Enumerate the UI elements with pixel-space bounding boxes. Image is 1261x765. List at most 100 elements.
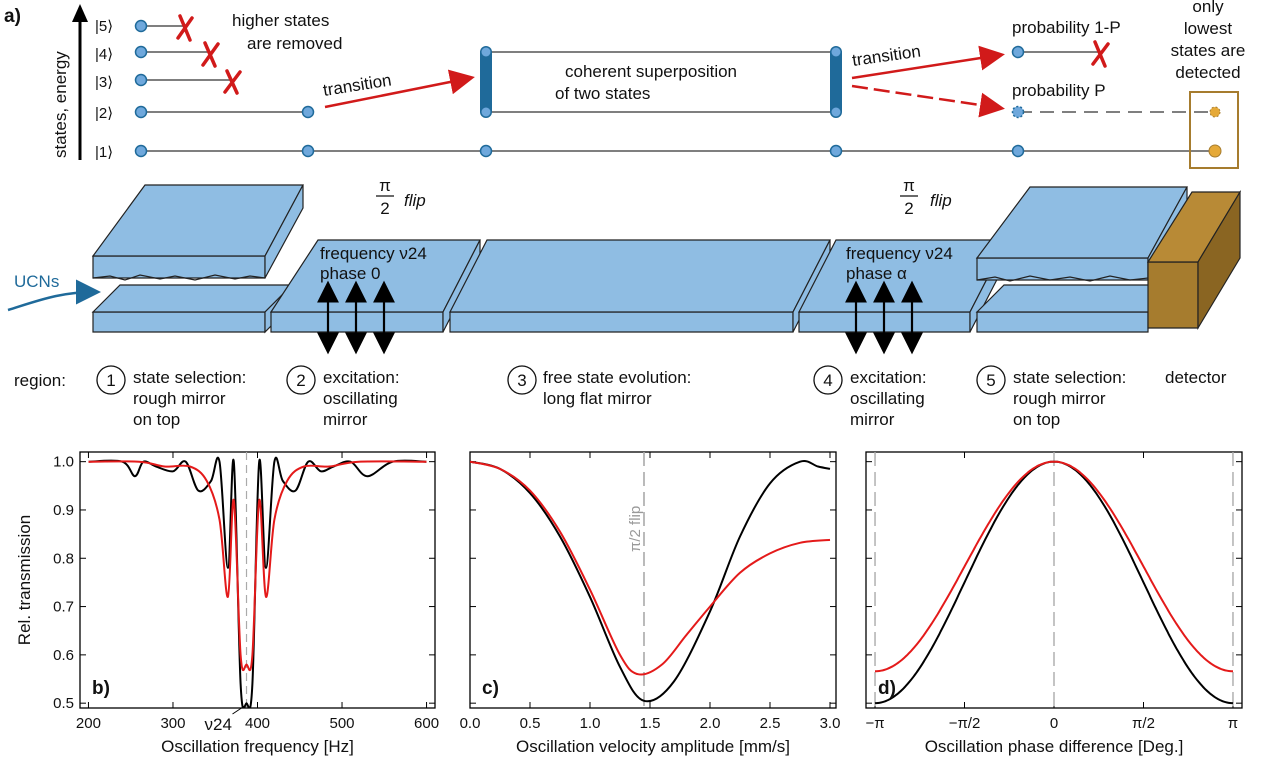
transition-arrow-2 bbox=[851, 45, 1005, 80]
higher-removed-line2: are removed bbox=[247, 34, 342, 53]
mirror-setup: π 2 flip π 2 flip bbox=[91, 176, 1242, 334]
panel-a-label: a) bbox=[4, 6, 21, 27]
freq-label-1: frequency ν24 bbox=[320, 244, 427, 263]
cross-icon bbox=[1091, 40, 1110, 68]
region-3-line1: free state evolution: bbox=[543, 368, 691, 387]
flip-label-1: flip bbox=[404, 191, 426, 210]
freq-label-2: frequency ν24 bbox=[846, 244, 953, 263]
red-series-line bbox=[874, 460, 1234, 673]
cross-icon bbox=[223, 69, 242, 95]
energy-axis-label: states, energy bbox=[51, 51, 70, 158]
x-tick-label: 0.5 bbox=[520, 715, 541, 732]
state-2-label: |2⟩ bbox=[95, 105, 113, 122]
pi-den-1: 2 bbox=[380, 199, 389, 218]
flip-label-2: flip bbox=[930, 191, 952, 210]
panel-label: b) bbox=[92, 678, 110, 699]
detected-line4: detected bbox=[1175, 63, 1240, 82]
y-tick-label: 0.5 bbox=[53, 695, 74, 712]
pi-num-1: π bbox=[379, 176, 391, 195]
pi-den-2: 2 bbox=[904, 199, 913, 218]
detected-box bbox=[1189, 91, 1239, 169]
oscillation-arrows bbox=[317, 280, 923, 355]
region-5-num: 5 bbox=[986, 371, 995, 390]
ucns-label: UCNs bbox=[14, 272, 59, 291]
pi-half-flip-label: π/2 flip bbox=[627, 506, 644, 552]
removed-state-marks bbox=[176, 14, 1110, 95]
x-tick-label: −π/2 bbox=[949, 715, 981, 732]
phase-label-1: phase 0 bbox=[320, 264, 381, 283]
transition-arrow-3 bbox=[851, 84, 1005, 118]
transition-label-2: transition bbox=[851, 42, 922, 70]
x-tick-label: 500 bbox=[330, 715, 355, 732]
y-tick-label: 0.6 bbox=[53, 647, 74, 664]
panel-label: c) bbox=[482, 678, 499, 699]
x-tick-label: −π bbox=[865, 715, 884, 732]
x-tick-label: π/2 bbox=[1132, 715, 1155, 732]
pi-num-2: π bbox=[903, 176, 915, 195]
state-dots bbox=[134, 19, 1025, 158]
x-tick-label: 200 bbox=[76, 715, 101, 732]
superposition-line1: coherent superposition bbox=[565, 62, 737, 81]
superposition-bar-right bbox=[830, 46, 842, 118]
red-series-line bbox=[88, 460, 427, 671]
region-word: region: bbox=[14, 371, 66, 390]
transition-arrow-1 bbox=[324, 69, 475, 109]
region-1-line3: on top bbox=[133, 410, 180, 429]
region-3-num: 3 bbox=[517, 371, 526, 390]
state-1-label: |1⟩ bbox=[95, 144, 113, 161]
state-lines bbox=[140, 25, 1215, 152]
region-labels: region: 1 state selection: rough mirror … bbox=[14, 365, 1227, 429]
x-tick-label: 2.0 bbox=[700, 715, 721, 732]
x-tick-label: 1.5 bbox=[640, 715, 661, 732]
plot-frame bbox=[469, 451, 837, 709]
probability-1-p: probability 1-P bbox=[1012, 18, 1121, 37]
gold-dot bbox=[1208, 144, 1222, 158]
x-axis-label: Oscillation phase difference [Deg.] bbox=[925, 737, 1184, 756]
x-axis-label: Oscillation frequency [Hz] bbox=[161, 737, 354, 756]
region-2-line2: oscillating bbox=[323, 389, 398, 408]
x-tick-label: 0 bbox=[1050, 715, 1058, 732]
gold-dot bbox=[1209, 106, 1221, 118]
cross-icon bbox=[176, 14, 194, 42]
panel-label: d) bbox=[878, 678, 896, 699]
superposition-bar-left bbox=[480, 46, 492, 118]
y-tick-label: 0.7 bbox=[53, 599, 74, 616]
black-series-line bbox=[470, 460, 831, 703]
x-tick-label: 1.0 bbox=[580, 715, 601, 732]
cross-icon bbox=[201, 41, 220, 68]
x-tick-label: 2.5 bbox=[760, 715, 781, 732]
superposition-line2: of two states bbox=[555, 84, 650, 103]
state-5-label: |5⟩ bbox=[95, 18, 113, 35]
y-tick-label: 0.9 bbox=[53, 502, 74, 519]
x-axis-label: Oscillation velocity amplitude [mm/s] bbox=[516, 737, 790, 756]
x-tick-label: π bbox=[1228, 715, 1238, 732]
state-3-label: |3⟩ bbox=[95, 74, 113, 91]
region-1-line1: state selection: bbox=[133, 368, 246, 387]
x-tick-label: 400 bbox=[245, 715, 270, 732]
x-tick-label: 600 bbox=[414, 715, 439, 732]
probability-p: probability P bbox=[1012, 81, 1106, 100]
region-1-num: 1 bbox=[106, 371, 115, 390]
detected-line2: lowest bbox=[1184, 19, 1232, 38]
y-axis-label: Rel. transmission bbox=[15, 515, 34, 645]
region-4-line2: oscillating bbox=[850, 389, 925, 408]
phase-label-2: phase α bbox=[846, 264, 907, 283]
region-5-line3: on top bbox=[1013, 410, 1060, 429]
region-3-line2: long flat mirror bbox=[543, 389, 652, 408]
detector-front bbox=[1147, 261, 1199, 329]
region-4-line1: excitation: bbox=[850, 368, 927, 387]
nu24-label: ν24 bbox=[205, 715, 232, 734]
panel-a: a) states, energy |5⟩ |4⟩ |3⟩ |2⟩ |1⟩ bbox=[4, 0, 1245, 169]
y-tick-label: 1.0 bbox=[53, 454, 74, 471]
region-4-num: 4 bbox=[823, 371, 832, 390]
x-tick-label: 0.0 bbox=[460, 715, 481, 732]
state-4-label: |4⟩ bbox=[95, 46, 113, 63]
x-tick-label: 3.0 bbox=[820, 715, 841, 732]
detector-label: detector bbox=[1165, 368, 1227, 387]
energy-axis-arrow-icon bbox=[72, 4, 88, 22]
region-5-line1: state selection: bbox=[1013, 368, 1126, 387]
